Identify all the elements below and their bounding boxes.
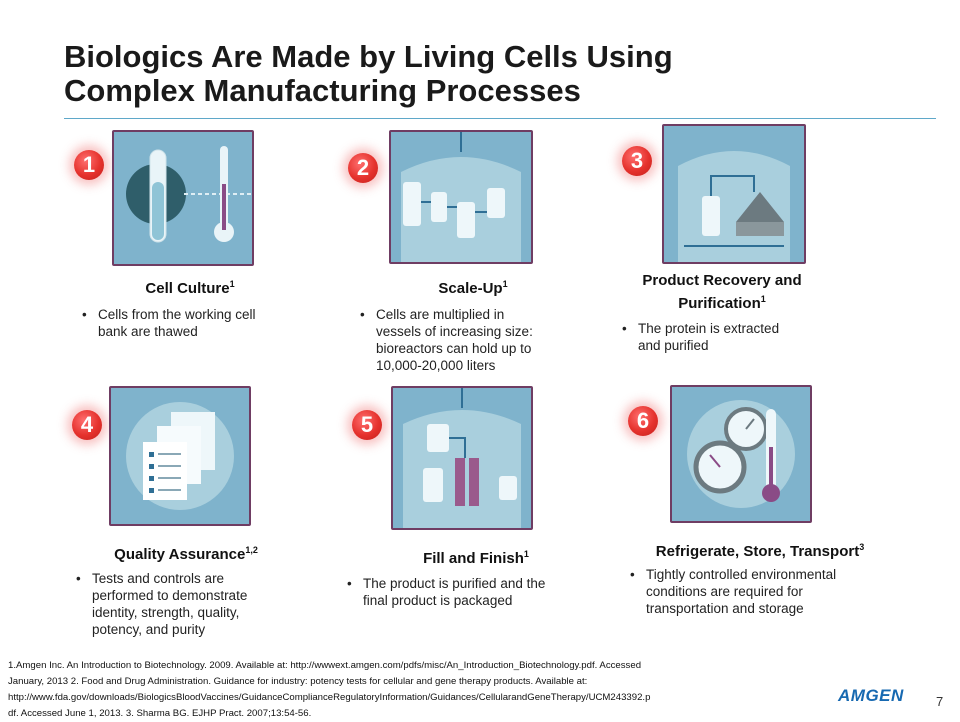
step-5-title-text: Fill and Finish xyxy=(423,550,524,567)
footnote-line: df. Accessed June 1, 2013. 3. Sharma BG.… xyxy=(8,708,312,719)
slide-title: Biologics Are Made by Living Cells Using… xyxy=(64,40,924,108)
step-4-bullet-line: potency, and purity xyxy=(92,622,206,637)
step-1-bullet-line: bank are thawed xyxy=(98,324,198,339)
footnote-line: January, 2013 2. Food and Drug Administr… xyxy=(8,676,588,687)
recovery-purification-illustration xyxy=(662,124,806,264)
step-6-badge: 6 xyxy=(628,406,658,436)
scale-up-illustration xyxy=(389,130,533,264)
step-3-citation: 1 xyxy=(760,294,766,304)
step-6-title: Refrigerate, Store, Transport3 xyxy=(622,538,898,561)
title-divider xyxy=(64,118,936,119)
step-1-citation: 1 xyxy=(229,279,235,289)
fill-finish-illustration xyxy=(391,386,533,530)
step-5-bullet: The product is purified and the final pr… xyxy=(347,575,587,609)
step-2-bullet-line: 10,000-20,000 liters xyxy=(376,358,496,373)
title-line-1: Biologics Are Made by Living Cells Using xyxy=(64,39,673,74)
step-6-citation: 3 xyxy=(859,542,865,552)
step-1-bullet: Cells from the working cell bank are tha… xyxy=(82,306,298,340)
step-4-title: Quality Assurance1,2 xyxy=(86,541,286,564)
step-1-title: Cell Culture1 xyxy=(128,275,252,298)
step-3-title-line-2: Purification xyxy=(678,295,761,312)
amgen-logo: AMGEN xyxy=(838,686,904,705)
step-4-title-text: Quality Assurance xyxy=(114,546,246,563)
footnote-line: http://www.fda.gov/downloads/BiologicsBl… xyxy=(8,692,651,703)
step-5-citation: 1 xyxy=(523,549,529,559)
step-3-bullet-line: The protein is extracted xyxy=(638,321,780,336)
step-2-bullet-line: vessels of increasing size: xyxy=(376,324,533,339)
step-3-title: Product Recovery and Purification1 xyxy=(612,272,832,313)
step-2-citation: 1 xyxy=(502,279,508,289)
step-3-badge: 3 xyxy=(622,146,652,176)
step-3-bullet-line: and purified xyxy=(638,338,709,353)
step-5-badge: 5 xyxy=(352,410,382,440)
step-2-badge: 2 xyxy=(348,153,378,183)
references-footnote: 1.Amgen Inc. An Introduction to Biotechn… xyxy=(8,658,818,722)
title-line-2: Complex Manufacturing Processes xyxy=(64,73,581,108)
step-5-title: Fill and Finish1 xyxy=(396,545,556,568)
step-2-title: Scale-Up1 xyxy=(418,275,528,298)
step-6-bullet-line: transportation and storage xyxy=(646,601,804,616)
step-1-badge: 1 xyxy=(74,150,104,180)
step-2-bullet-line: Cells are multiplied in xyxy=(376,307,505,322)
step-4-badge: 4 xyxy=(72,410,102,440)
step-6-bullet-line: Tightly controlled environmental xyxy=(646,567,837,582)
step-4-bullet: Tests and controls are performed to demo… xyxy=(76,570,292,638)
step-4-bullet-line: Tests and controls are xyxy=(92,571,225,586)
step-2-bullet-line: bioreactors can hold up to xyxy=(376,341,532,356)
step-6-bullet: Tightly controlled environmental conditi… xyxy=(630,566,896,617)
step-4-citation: 1,2 xyxy=(245,545,258,555)
refrigerate-store-illustration xyxy=(670,385,812,523)
step-1-bullet-line: Cells from the working cell xyxy=(98,307,256,322)
step-2-bullet: Cells are multiplied in vessels of incre… xyxy=(360,306,576,374)
step-4-bullet-line: performed to demonstrate xyxy=(92,588,248,603)
step-4-bullet-line: identity, strength, quality, xyxy=(92,605,240,620)
step-1-title-text: Cell Culture xyxy=(145,280,230,297)
cell-culture-illustration xyxy=(112,130,254,266)
footnote-line: 1.Amgen Inc. An Introduction to Biotechn… xyxy=(8,660,642,671)
step-3-bullet: The protein is extracted and purified xyxy=(622,320,838,354)
step-5-bullet-line: The product is purified and the xyxy=(363,576,546,591)
step-2-title-text: Scale-Up xyxy=(438,280,503,297)
step-6-bullet-line: conditions are required for xyxy=(646,584,803,599)
step-5-bullet-line: final product is packaged xyxy=(363,593,513,608)
page-number: 7 xyxy=(936,694,944,709)
step-3-title-line-1: Product Recovery and xyxy=(642,272,802,289)
step-6-title-text: Refrigerate, Store, Transport xyxy=(655,543,860,560)
quality-assurance-illustration xyxy=(109,386,251,526)
